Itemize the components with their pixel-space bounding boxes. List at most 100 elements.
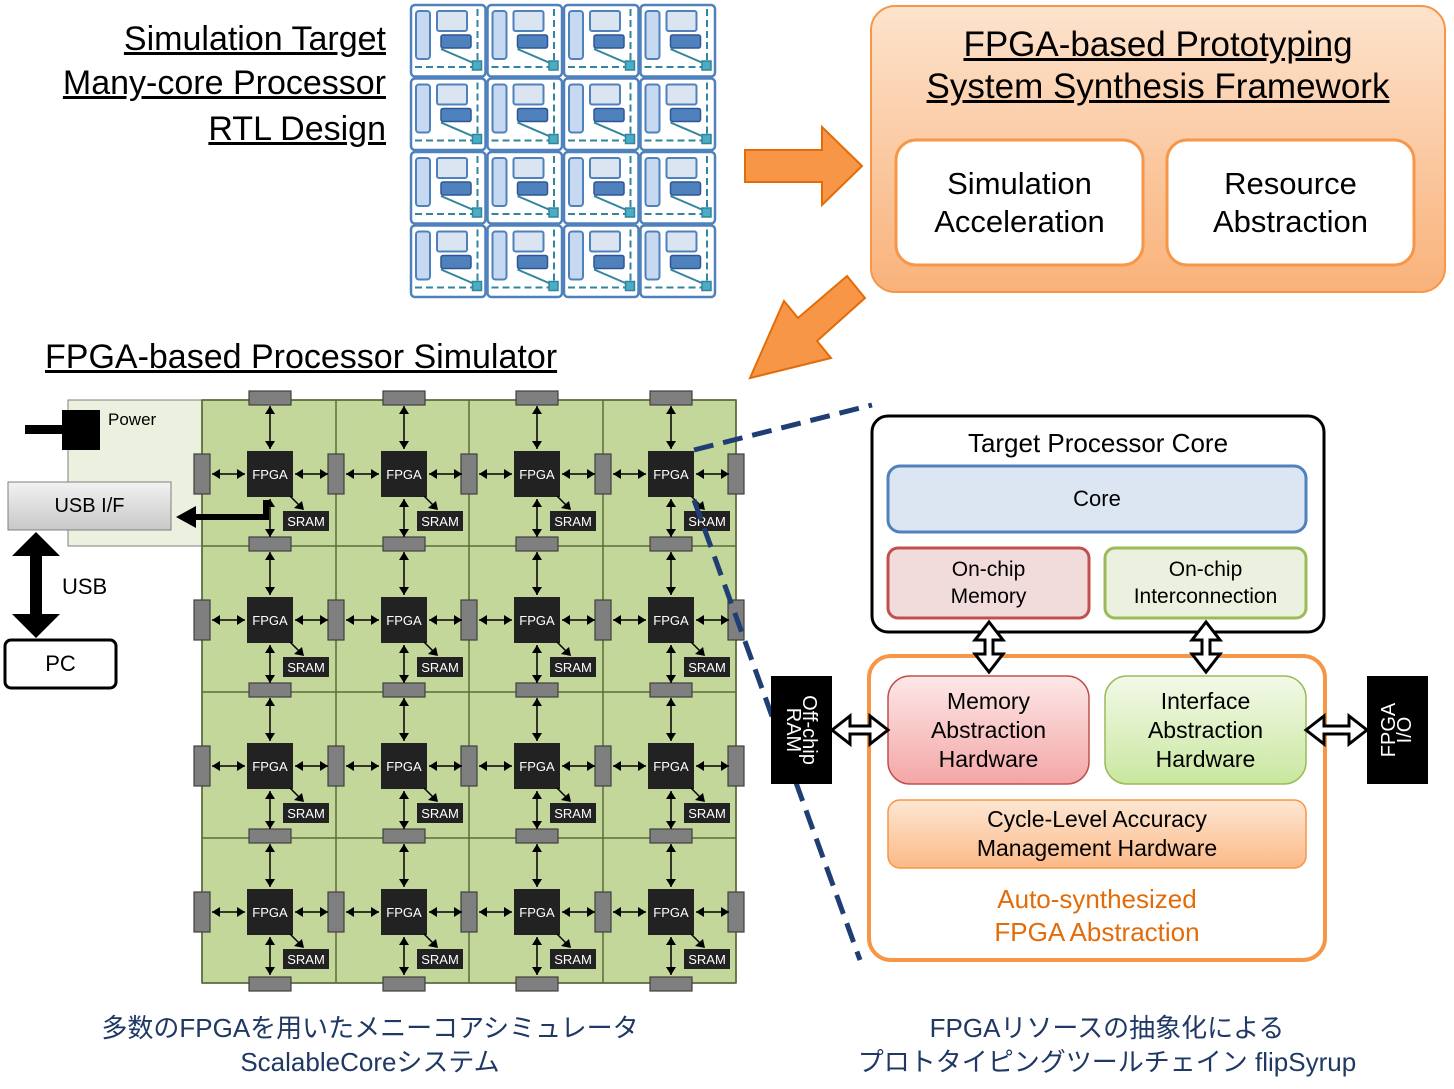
board-connector bbox=[248, 682, 292, 698]
fpga-chip-label: FPGA bbox=[653, 613, 689, 628]
sram-chip bbox=[550, 511, 596, 531]
fpga-chip bbox=[514, 597, 560, 643]
auto-synth-line1: Auto-synthesized bbox=[997, 884, 1197, 914]
cycle-line1: Cycle-Level Accuracy bbox=[987, 806, 1207, 832]
sram-chip-label: SRAM bbox=[554, 806, 592, 821]
offchip-ram-label: Off-chip RAM bbox=[782, 680, 820, 780]
sram-chip-label: SRAM bbox=[287, 514, 325, 529]
usb-label: USB bbox=[62, 574, 108, 599]
board-connector bbox=[382, 536, 426, 552]
memory-abstraction-hw-box: Memory Abstraction Hardware bbox=[888, 676, 1089, 784]
onchip-interconnect-box: On-chip Interconnection bbox=[1105, 548, 1306, 618]
sram-chip bbox=[684, 949, 730, 969]
processor-tile bbox=[409, 224, 487, 299]
fpga-chip bbox=[381, 597, 427, 643]
processor-tile bbox=[486, 77, 564, 152]
board-connector bbox=[193, 599, 211, 641]
interface-hw-line2: Abstraction bbox=[1147, 716, 1264, 743]
fpga-node: FPGA SRAM bbox=[346, 552, 463, 683]
board-connector bbox=[649, 828, 693, 844]
simulation-acceleration-line2: Acceleration bbox=[934, 203, 1105, 239]
abstraction-caption-line2: プロトタイピングツールチェイン flipSyrup bbox=[857, 1047, 1357, 1077]
sram-chip-label: SRAM bbox=[554, 952, 592, 967]
fpga-node: FPGA SRAM bbox=[479, 844, 596, 975]
fpga-chip-label: FPGA bbox=[386, 759, 422, 774]
core-box: Core bbox=[1073, 486, 1121, 511]
target-title-line1: Simulation Target bbox=[123, 20, 386, 58]
board-connector bbox=[193, 891, 211, 933]
board-connector bbox=[515, 828, 559, 844]
sram-chip-label: SRAM bbox=[287, 806, 325, 821]
sram-chip-label: SRAM bbox=[688, 952, 726, 967]
pc-box: PC bbox=[45, 651, 76, 676]
sram-chip bbox=[417, 511, 463, 531]
board-connector bbox=[727, 891, 745, 933]
board-connector bbox=[649, 390, 693, 406]
fpga-node: FPGA SRAM bbox=[613, 844, 730, 975]
onchip-memory-box: On-chip Memory bbox=[888, 548, 1089, 618]
onchip-memory-line1: On-chip bbox=[951, 558, 1026, 581]
sram-chip-label: SRAM bbox=[421, 660, 459, 675]
fpga-chip bbox=[648, 743, 694, 789]
fpga-chip-label: FPGA bbox=[386, 467, 422, 482]
sram-chip bbox=[283, 511, 329, 531]
fpga-node: FPGA SRAM bbox=[212, 698, 329, 829]
sram-chip bbox=[283, 657, 329, 677]
processor-tile bbox=[562, 150, 640, 225]
fpga-chip-label: FPGA bbox=[252, 613, 288, 628]
fpga-chip-label: FPGA bbox=[252, 759, 288, 774]
target-core-title: Target Processor Core bbox=[967, 428, 1229, 458]
target-title-line2: Many-core Processor bbox=[62, 64, 386, 102]
board-connector bbox=[727, 453, 745, 495]
memory-hw-line1: Memory bbox=[946, 687, 1031, 714]
fpga-chip-label: FPGA bbox=[386, 613, 422, 628]
processor-tile bbox=[562, 3, 640, 78]
fpga-chip-label: FPGA bbox=[653, 759, 689, 774]
sram-chip-label: SRAM bbox=[287, 660, 325, 675]
board-connector bbox=[248, 536, 292, 552]
fpga-node: FPGA SRAM bbox=[479, 552, 596, 683]
board-connector bbox=[327, 453, 345, 495]
fpga-chip-label: FPGA bbox=[519, 905, 555, 920]
fpga-chip-label: FPGA bbox=[519, 613, 555, 628]
fpga-node-array: FPGA SRAM FPGA SRAM FPGA SRAM FPGA SRAM FPGA SRAM… bbox=[193, 390, 745, 992]
fpga-chip bbox=[514, 451, 560, 497]
processor-tile bbox=[562, 77, 640, 152]
arrow-right-icon bbox=[744, 124, 864, 208]
board-connector bbox=[649, 682, 693, 698]
onchip-memory-line2: Memory bbox=[950, 585, 1027, 608]
interface-abstraction-hw-box: Interface Abstraction Hardware bbox=[1105, 676, 1306, 784]
board-connector bbox=[727, 745, 745, 787]
fpga-node: FPGA SRAM bbox=[613, 552, 730, 683]
board-connector bbox=[594, 891, 612, 933]
sram-chip bbox=[417, 949, 463, 969]
sram-chip-label: SRAM bbox=[554, 660, 592, 675]
fpga-chip bbox=[247, 451, 293, 497]
resource-abstraction-line2: Abstraction bbox=[1212, 203, 1369, 239]
simulation-acceleration-line1: Simulation bbox=[947, 165, 1092, 201]
framework-title-line2: System Synthesis Framework bbox=[926, 67, 1390, 106]
board-connector bbox=[327, 891, 345, 933]
processor-tile bbox=[486, 3, 564, 78]
fpga-chip-label: FPGA bbox=[519, 759, 555, 774]
sram-chip bbox=[550, 803, 596, 823]
sram-chip-label: SRAM bbox=[688, 660, 726, 675]
fpga-node: FPGA SRAM bbox=[212, 552, 329, 683]
fpga-chip-label: FPGA bbox=[386, 905, 422, 920]
board-connector bbox=[248, 976, 292, 992]
fpga-chip-label: FPGA bbox=[252, 467, 288, 482]
board-connector bbox=[460, 745, 478, 787]
simulation-acceleration-box: Simulation Acceleration bbox=[896, 140, 1143, 265]
fpga-chip-label: FPGA bbox=[653, 905, 689, 920]
interconnect-link-double-arrow-icon bbox=[1188, 619, 1224, 675]
fpga-node: FPGA SRAM bbox=[212, 406, 329, 537]
sram-chip bbox=[417, 803, 463, 823]
sram-chip-label: SRAM bbox=[554, 514, 592, 529]
processor-tile bbox=[486, 224, 564, 299]
abstraction-caption-line1: FPGAリソースの抽象化による bbox=[929, 1013, 1285, 1043]
board-connector bbox=[382, 390, 426, 406]
